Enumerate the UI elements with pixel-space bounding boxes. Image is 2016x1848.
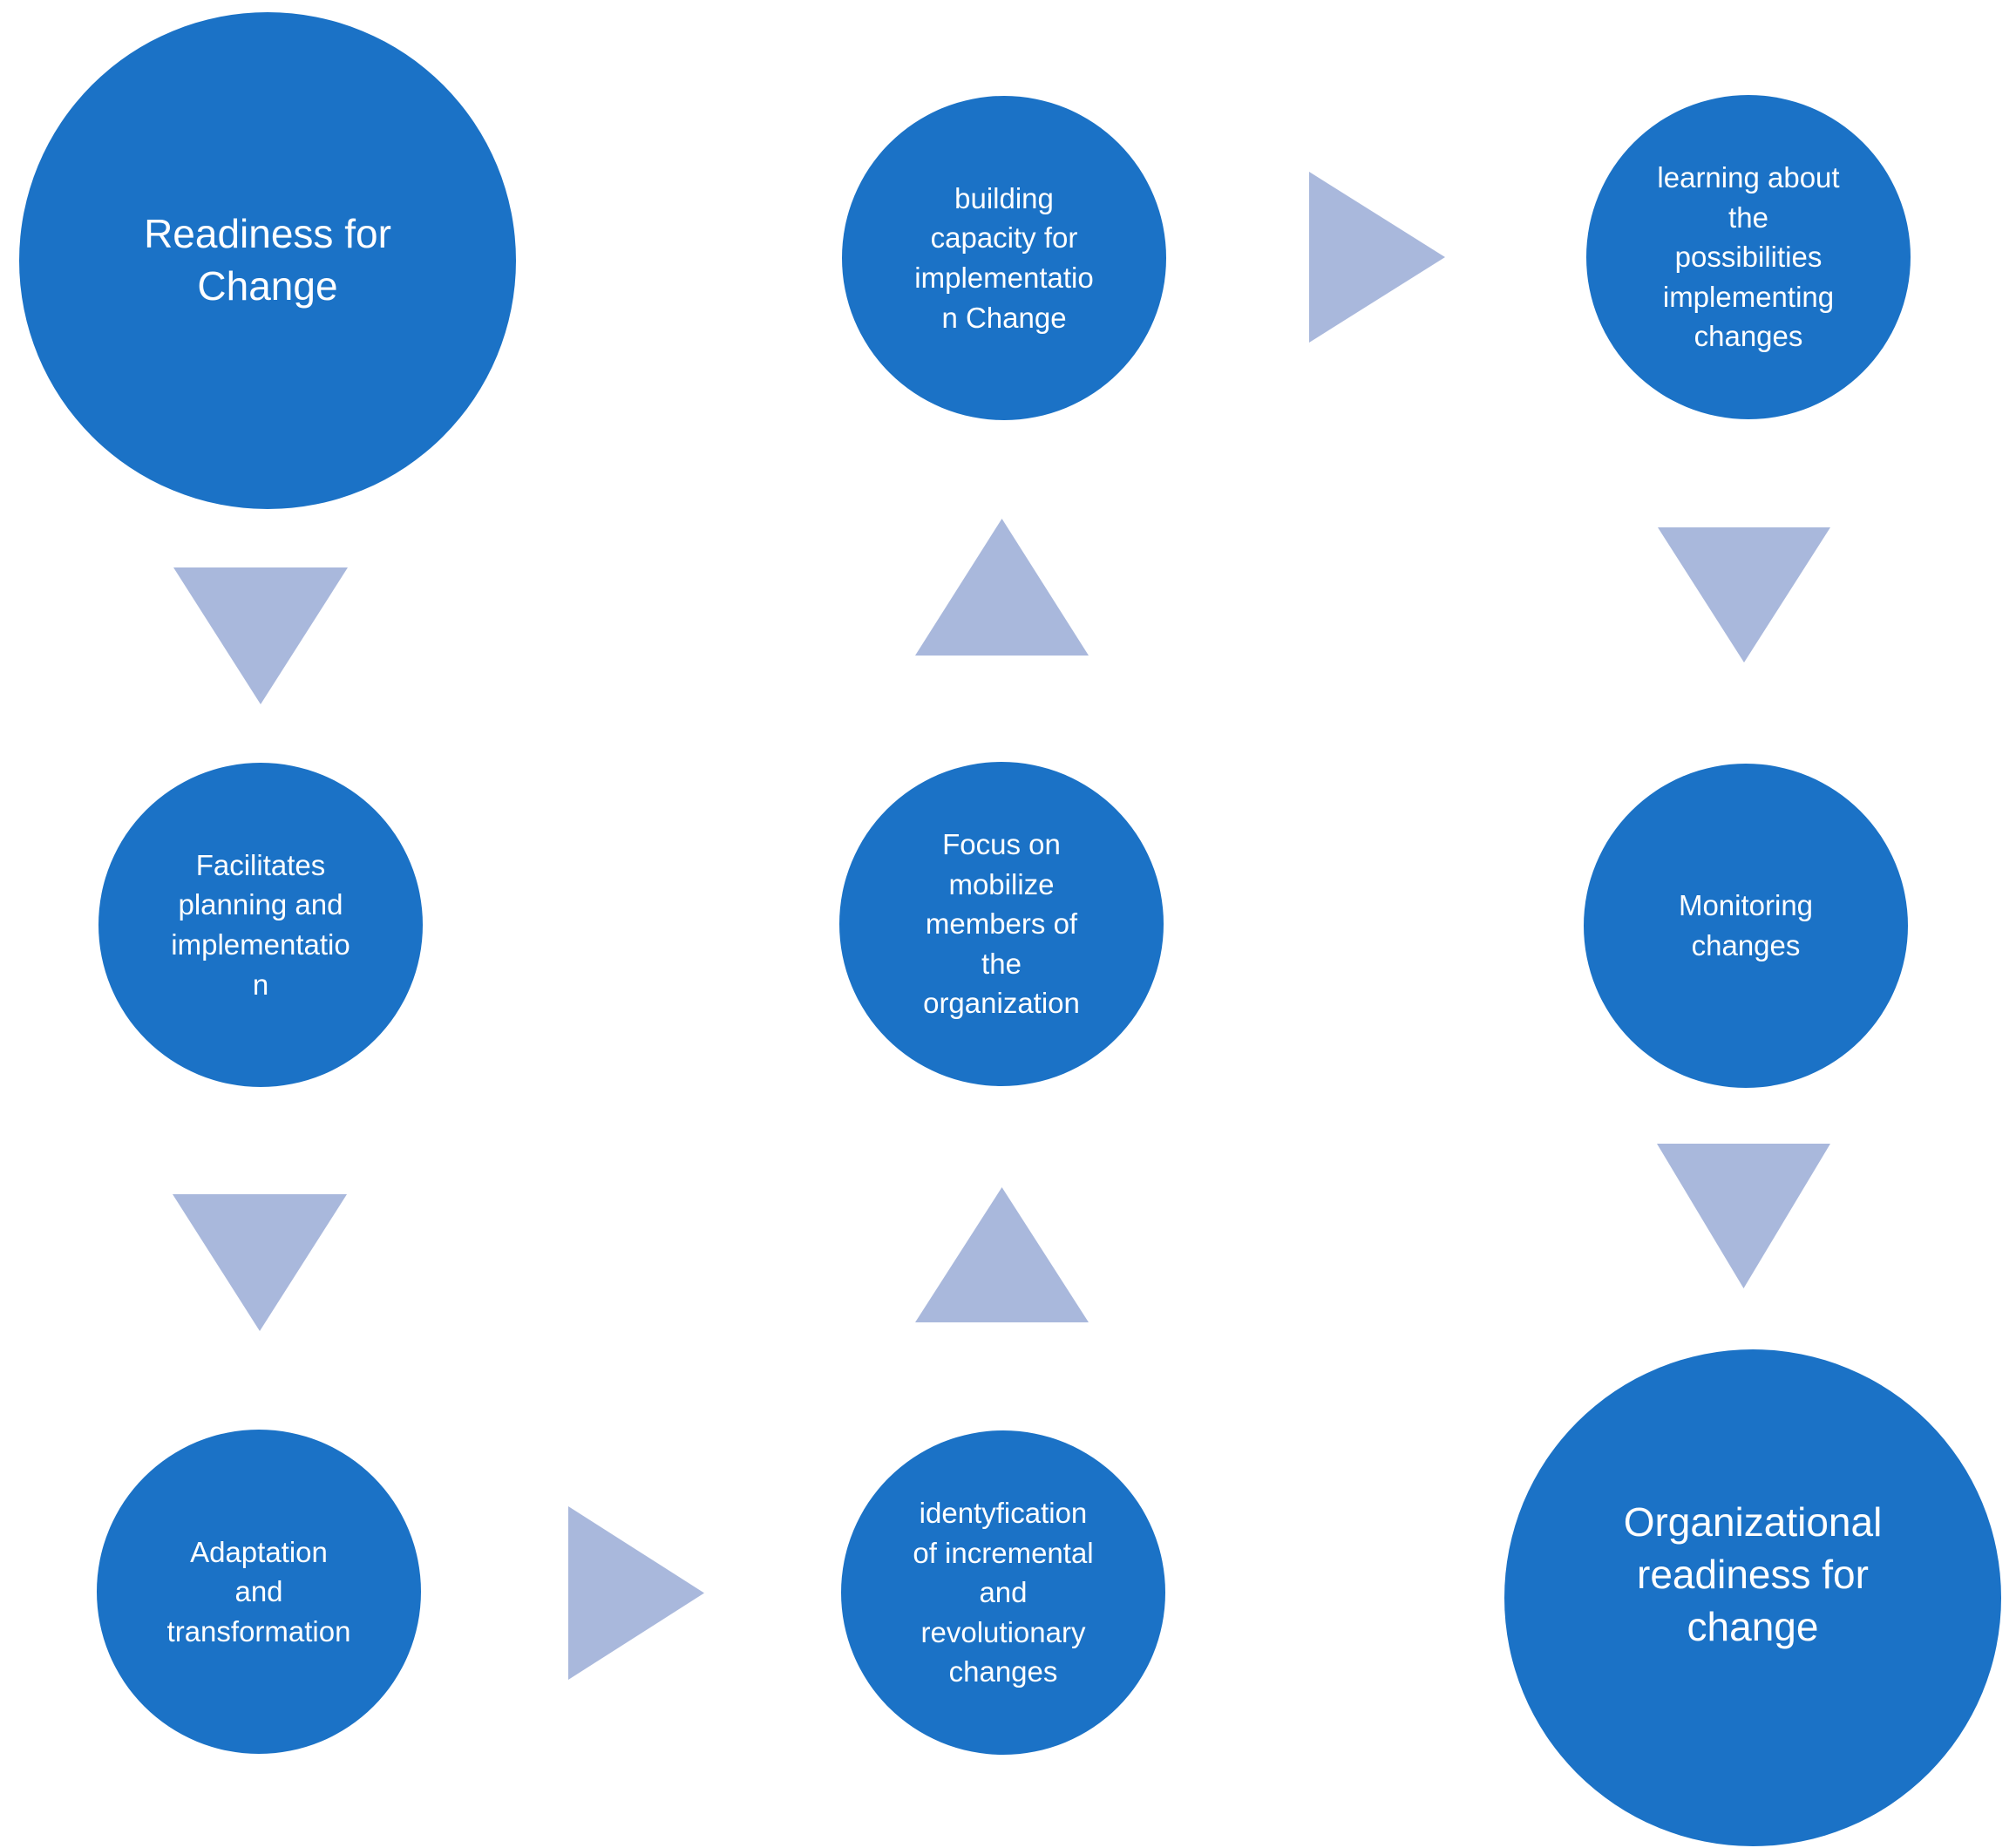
node-building-capacity: building capacity for implementatio n Ch… xyxy=(842,96,1166,420)
node-organizational-readiness: Organizational readiness for change xyxy=(1504,1349,2001,1846)
node-identyfication-of-changes: identyfication of incremental and revolu… xyxy=(841,1430,1165,1755)
arrow-up-icon-2 xyxy=(915,519,1089,656)
node-label: Facilitates planning and implementatio n xyxy=(171,848,350,1001)
arrow-right-icon-1 xyxy=(568,1506,704,1680)
node-label: Organizational readiness for change xyxy=(1623,1499,1883,1649)
arrow-down-icon-1 xyxy=(173,567,348,704)
node-label: Monitoring changes xyxy=(1678,889,1814,961)
node-label: Readiness for Change xyxy=(144,211,391,309)
node-label: identyfication of incremental and revolu… xyxy=(913,1497,1094,1688)
node-readiness-for-change: Readiness for Change xyxy=(19,12,516,509)
arrow-down-icon-4 xyxy=(1657,1144,1830,1288)
node-label: Adaptation and transformation xyxy=(166,1535,351,1648)
node-label: Focus on mobilize members of the organiz… xyxy=(923,828,1080,1020)
arrow-up-icon-1 xyxy=(915,1187,1089,1322)
node-label: building capacity for implementatio n Ch… xyxy=(914,181,1094,334)
arrow-right-icon-2 xyxy=(1309,172,1445,343)
node-label: learning about the possibilities impleme… xyxy=(1657,161,1840,353)
arrow-down-icon-2 xyxy=(173,1194,347,1331)
node-learning-about-possibilities: learning about the possibilities impleme… xyxy=(1586,95,1911,419)
node-monitoring-changes: Monitoring changes xyxy=(1584,764,1908,1088)
node-adaptation-transformation: Adaptation and transformation xyxy=(97,1430,421,1754)
node-focus-on-mobilize: Focus on mobilize members of the organiz… xyxy=(839,762,1164,1086)
arrow-down-icon-3 xyxy=(1658,527,1830,662)
node-facilitates-planning: Facilitates planning and implementatio n xyxy=(98,763,423,1087)
